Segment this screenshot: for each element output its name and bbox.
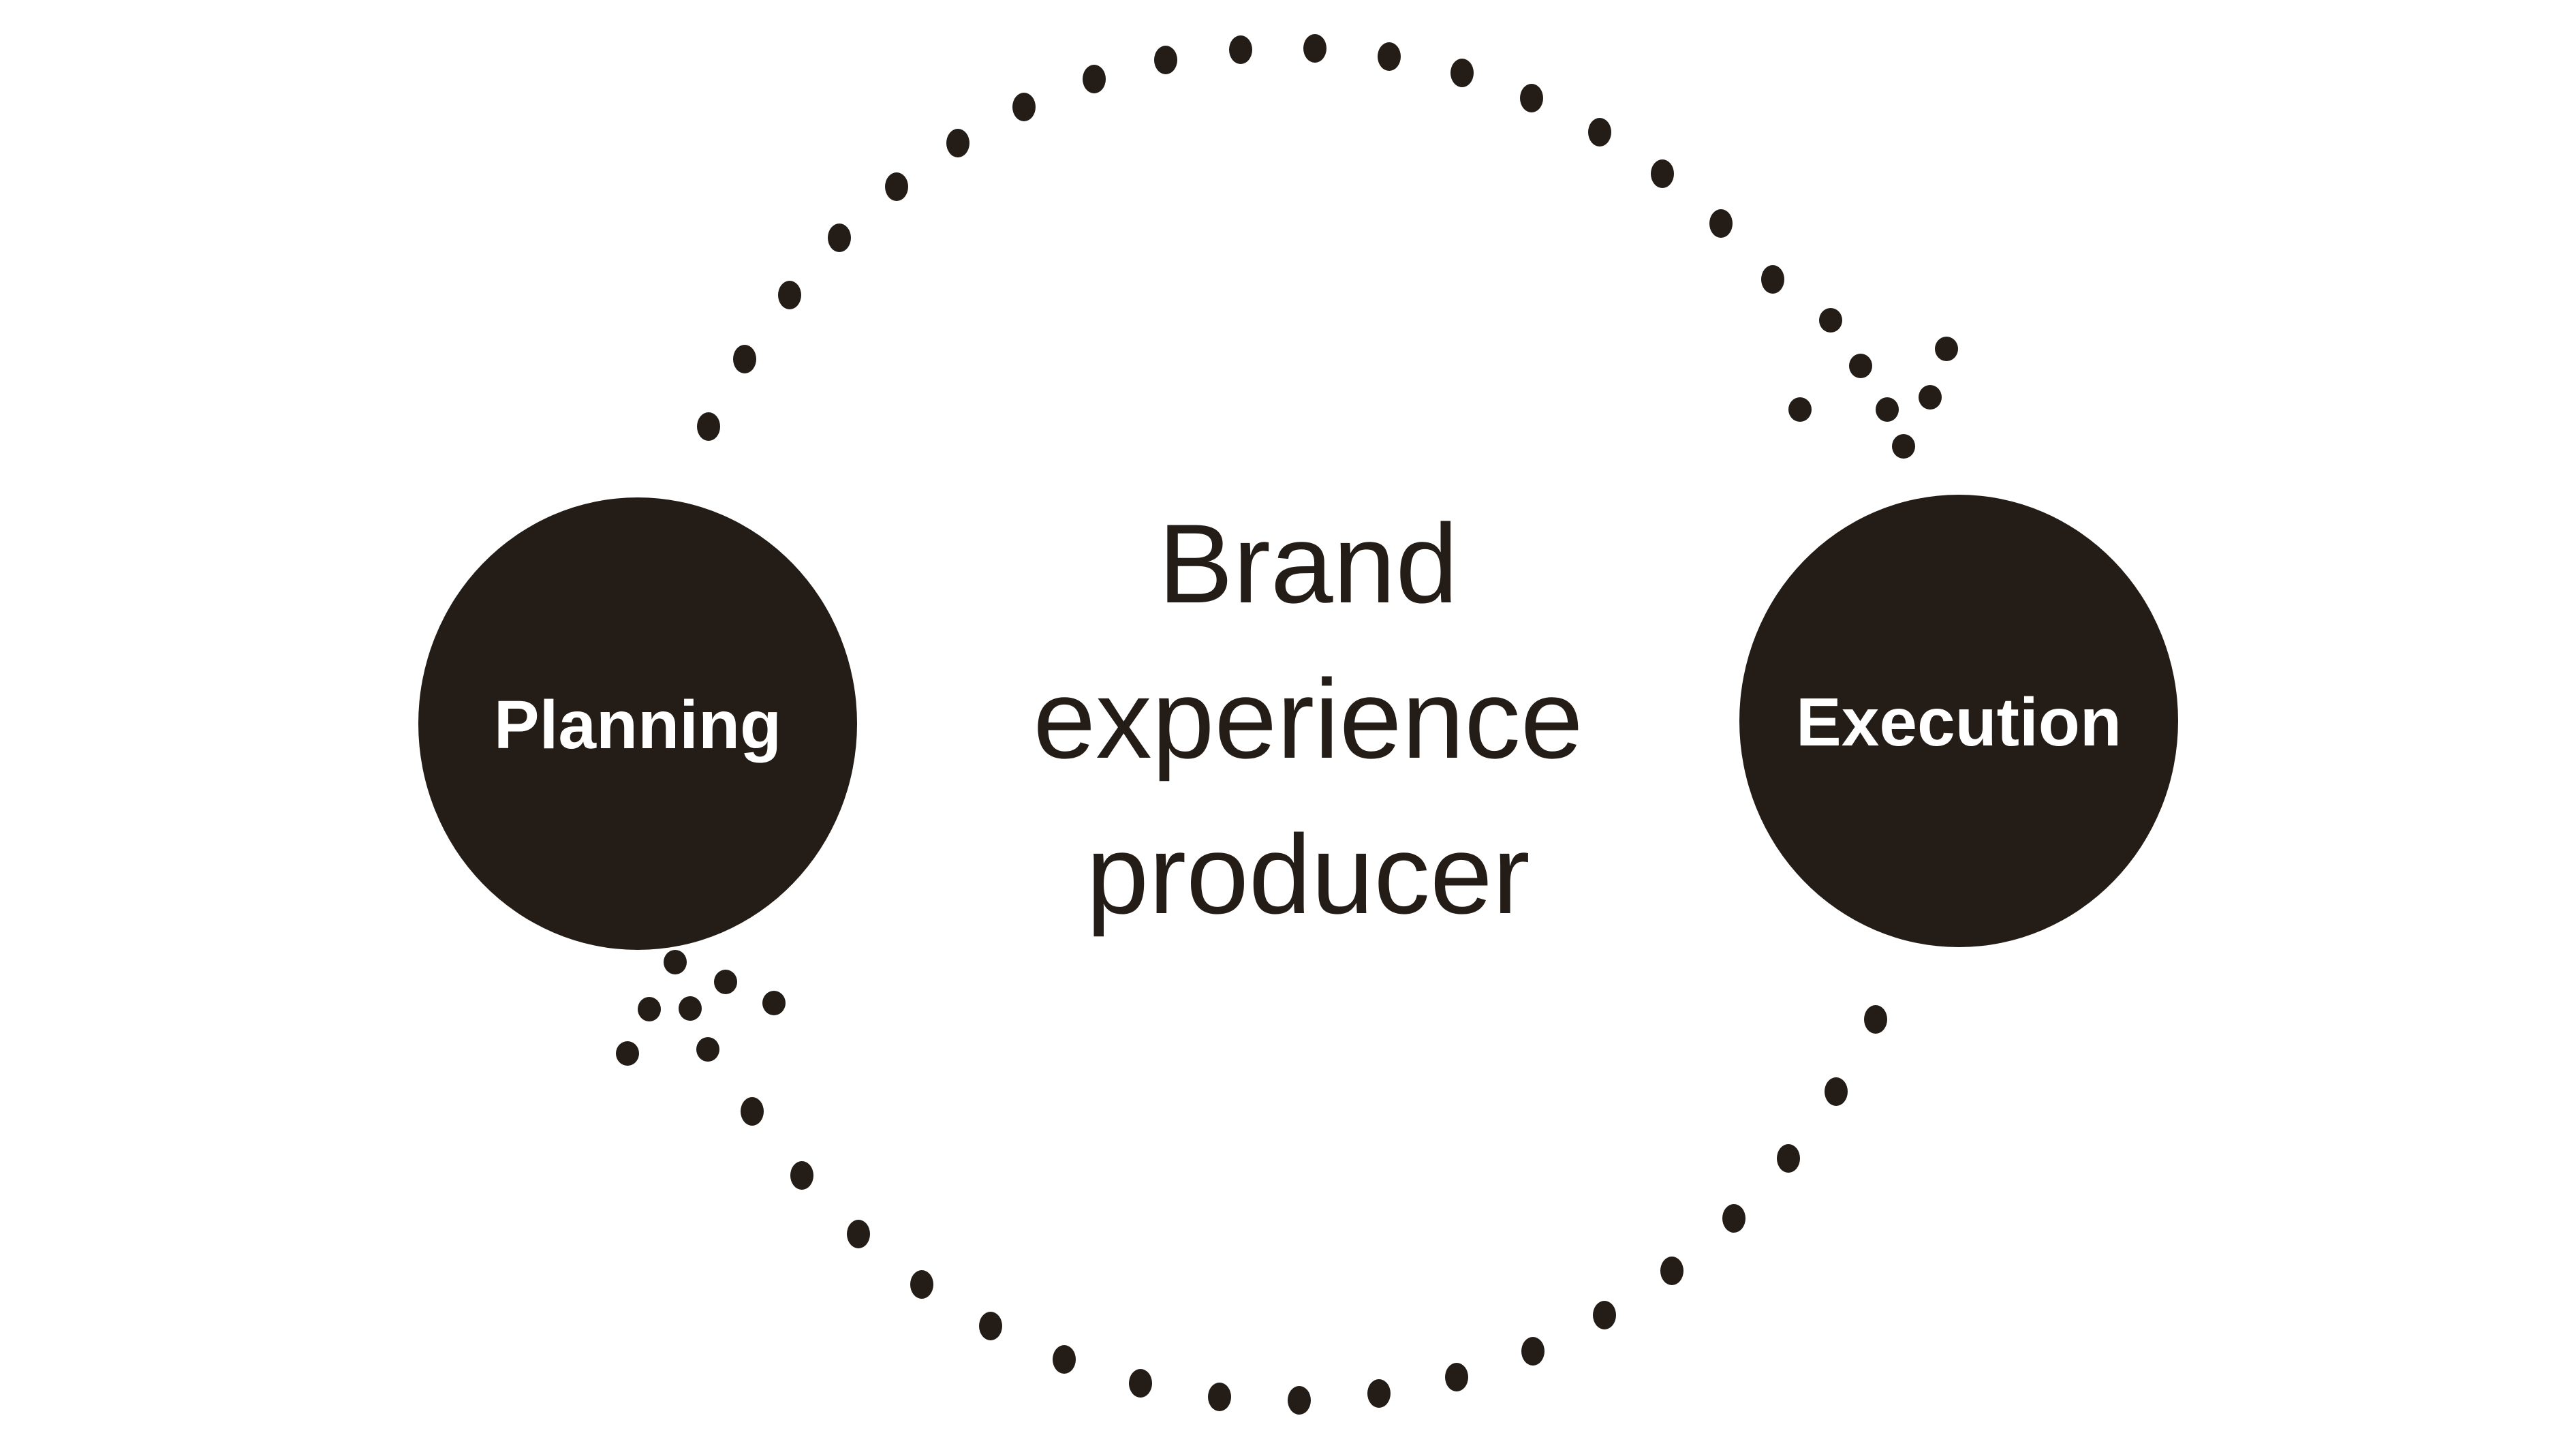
ring-dot <box>1229 35 1252 64</box>
ring-dot <box>664 950 687 974</box>
ring-dot <box>1129 1369 1152 1398</box>
ring-dot <box>1777 1144 1800 1173</box>
ring-dot <box>741 1097 764 1126</box>
ring-dot <box>1083 65 1106 93</box>
center-title-line-1: Brand <box>1158 501 1458 626</box>
ring-dot <box>1722 1204 1745 1233</box>
planning-node-circle <box>418 497 857 950</box>
ring-dot <box>1288 1386 1311 1415</box>
ring-dot <box>1593 1301 1616 1329</box>
planning-arrowhead-dots <box>616 950 786 1066</box>
dotted-cycle-ring <box>616 34 1958 1415</box>
ring-dot <box>847 1220 870 1248</box>
ring-dot <box>778 281 801 309</box>
ring-dot <box>885 172 908 201</box>
ring-dot <box>679 996 702 1021</box>
ring-dot <box>1660 1257 1683 1285</box>
ring-dot <box>1825 1077 1848 1106</box>
bottom-arc-dots <box>741 1005 1887 1415</box>
ring-dot <box>1520 84 1543 112</box>
ring-dot <box>1935 337 1958 361</box>
ring-dot <box>762 991 786 1015</box>
ring-dot <box>946 129 969 157</box>
ring-dot <box>638 997 661 1021</box>
ring-dot <box>696 1037 719 1062</box>
ring-dot <box>733 345 756 373</box>
ring-dot <box>616 1041 639 1066</box>
ring-dot <box>1208 1383 1231 1411</box>
planning-node: Planning <box>418 497 857 950</box>
ring-dot <box>828 224 851 252</box>
ring-dot <box>1378 42 1401 71</box>
ring-dot <box>1892 434 1915 459</box>
execution-node-circle <box>1739 495 2178 947</box>
ring-dot <box>1445 1363 1468 1391</box>
ring-dot <box>1012 93 1036 121</box>
ring-dot <box>1154 46 1177 74</box>
ring-dot <box>714 970 737 994</box>
ring-dot <box>1521 1337 1545 1366</box>
ring-dot <box>910 1270 933 1299</box>
center-title-line-2: experience <box>1033 656 1583 782</box>
center-title-line-3: producer <box>1086 812 1530 937</box>
ring-dot <box>1819 308 1842 333</box>
ring-dot <box>1864 1005 1887 1034</box>
ring-dot <box>979 1312 1002 1340</box>
ring-dot <box>1919 385 1942 410</box>
ring-dot <box>1053 1345 1076 1374</box>
ring-dot <box>790 1161 813 1190</box>
execution-node-label: Execution <box>1796 684 2122 760</box>
center-title: Brand experience producer <box>1033 501 1583 937</box>
planning-node-label: Planning <box>494 687 781 763</box>
ring-dot <box>1709 209 1733 238</box>
ring-dot <box>1367 1379 1391 1408</box>
ring-dot <box>1588 118 1611 147</box>
ring-dot <box>1303 34 1326 63</box>
execution-arrowhead-dots <box>1788 308 1958 459</box>
execution-node: Execution <box>1739 495 2178 947</box>
ring-dot <box>697 412 720 441</box>
top-arc-dots <box>697 34 1784 441</box>
ring-dot <box>1849 354 1872 378</box>
ring-dot <box>1651 159 1674 188</box>
ring-dot <box>1761 265 1784 294</box>
ring-dot <box>1450 59 1474 87</box>
ring-dot <box>1876 397 1899 422</box>
ring-dot <box>1788 397 1812 422</box>
